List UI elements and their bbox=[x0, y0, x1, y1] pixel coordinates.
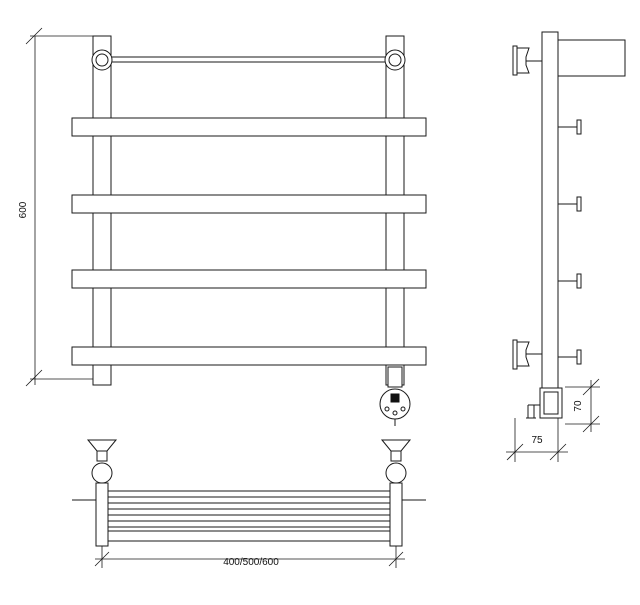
top-view-right-mount bbox=[380, 439, 412, 547]
top-view: 400/500/600 bbox=[72, 439, 426, 568]
bar-4 bbox=[71, 346, 427, 366]
connection-height-dimension-line bbox=[565, 378, 600, 433]
top-right-cap bbox=[384, 49, 406, 71]
height-dimension-line bbox=[25, 27, 95, 387]
side-post bbox=[541, 31, 559, 389]
depth-dimension-line bbox=[506, 418, 568, 462]
width-dimension-label: 400/500/600 bbox=[223, 557, 279, 568]
top-view-shelf bbox=[107, 490, 391, 542]
front-view: 600 bbox=[18, 27, 427, 426]
side-connection-fitting bbox=[526, 387, 563, 419]
top-rail bbox=[107, 56, 392, 63]
side-top-bracket bbox=[557, 39, 626, 77]
side-bar-stubs bbox=[558, 119, 582, 365]
bar-3 bbox=[71, 269, 427, 289]
side-wall-mount-top bbox=[512, 45, 542, 76]
height-dimension-label: 600 bbox=[18, 201, 29, 218]
width-dimension-line bbox=[94, 546, 405, 568]
thermostat-unit bbox=[379, 366, 411, 426]
top-left-cap bbox=[91, 49, 113, 71]
depth-label: 75 bbox=[531, 435, 543, 446]
side-wall-mount-bottom bbox=[512, 339, 542, 370]
bar-2 bbox=[71, 194, 427, 214]
bar-1 bbox=[71, 117, 427, 137]
connection-height-label: 70 bbox=[573, 400, 584, 412]
top-view-left-mount bbox=[86, 439, 118, 547]
side-view: 70 75 bbox=[506, 31, 626, 462]
